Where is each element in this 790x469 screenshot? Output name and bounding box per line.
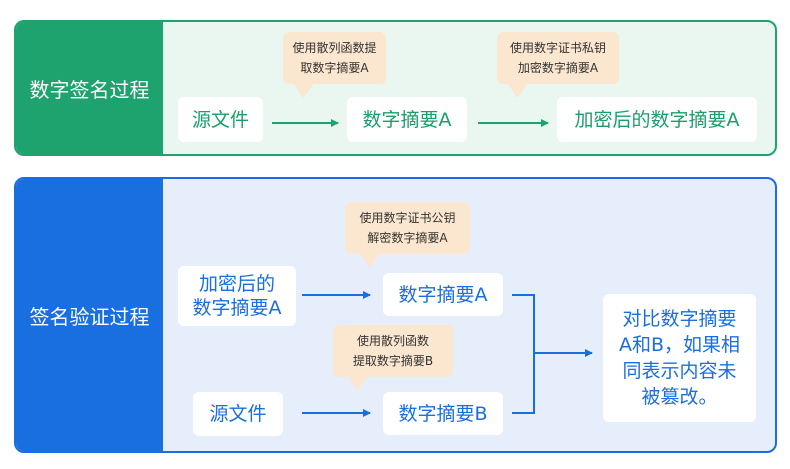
verify-source-file-node: 源文件 [193, 392, 283, 436]
verify-digest-a-label: 数字摘要A [398, 283, 488, 306]
sign-source-file-node: 源文件 [178, 97, 263, 142]
verify-hash-note: 使用散列函数 提取数字摘要B [333, 325, 453, 391]
sign-source-file-label: 源文件 [191, 108, 249, 131]
sign-encrypted-digest-label: 加密后的数字摘要A [574, 108, 740, 131]
verify-source-file-label: 源文件 [209, 403, 267, 425]
verify-hash-note-line-1: 使用散列函数 [356, 334, 429, 348]
verify-result-line-1: 对比数字摘要 [622, 308, 737, 330]
verify-public-key-note: 使用数字证书公钥 解密数字摘要A [345, 202, 470, 268]
sign-hash-note-line-2: 取数字摘要A [300, 61, 369, 75]
verify-public-key-note-line-2: 解密数字摘要A [367, 231, 448, 245]
verify-result-line-3: 同表示内容未 [622, 360, 737, 382]
sign-private-key-note-line-1: 使用数字证书私钥 [509, 41, 606, 55]
sign-private-key-note: 使用数字证书私钥 加密数字摘要A [497, 32, 619, 98]
sign-private-key-note-line-2: 加密数字摘要A [517, 61, 599, 75]
verify-encrypted-digest-node: 加密后的 数字摘要A [178, 266, 296, 326]
sign-digest-a-label: 数字摘要A [362, 108, 452, 131]
signing-process-title: 数字签名过程 [16, 22, 163, 154]
sign-hash-note: 使用散列函数提 取数字摘要A [283, 32, 386, 98]
verify-digest-b-label: 数字摘要B [398, 402, 488, 425]
sign-digest-a-node: 数字摘要A [347, 97, 467, 142]
sign-hash-note-line-1: 使用散列函数提 [292, 41, 377, 55]
verify-digest-a-node: 数字摘要A [383, 273, 503, 316]
verify-encrypted-digest-line-2: 数字摘要A [192, 297, 282, 319]
verify-digest-b-node: 数字摘要B [383, 392, 503, 435]
verify-public-key-note-line-1: 使用数字证书公钥 [359, 211, 456, 225]
verify-result-line-4: 被篡改。 [641, 386, 718, 408]
verify-hash-note-line-2: 提取数字摘要B [352, 354, 434, 368]
verify-result-line-2: A和B，如果相 [618, 334, 741, 356]
verify-encrypted-digest-line-1: 加密后的 [198, 273, 275, 295]
verification-process-title: 签名验证过程 [16, 179, 163, 451]
verify-result-node: 对比数字摘要 A和B，如果相 同表示内容未 被篡改。 [603, 294, 756, 422]
sign-encrypted-digest-node: 加密后的数字摘要A [557, 97, 757, 142]
bracket-connector [512, 294, 535, 414]
